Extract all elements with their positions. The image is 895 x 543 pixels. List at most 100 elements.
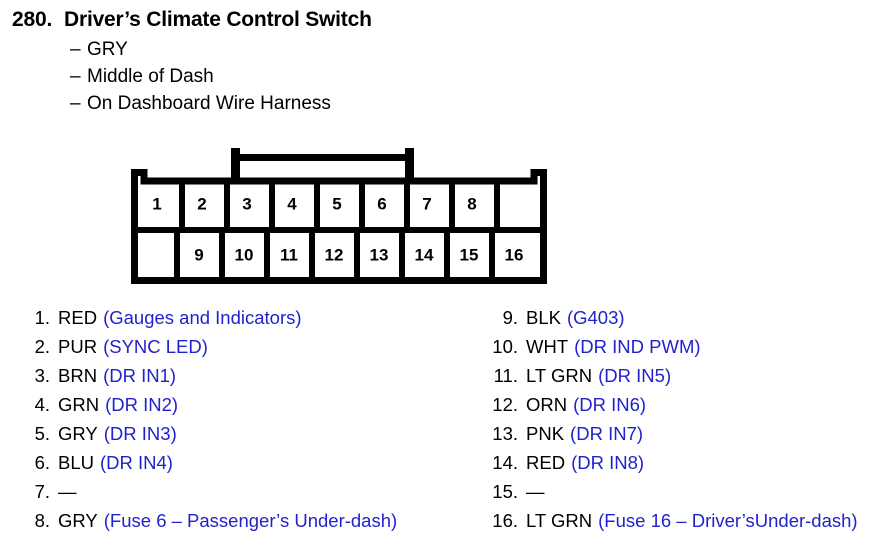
pin-index: 13. [492, 423, 518, 444]
pin-list-right-column: 9. BLK (G403) 10. WHT (DR IND PWM) 11. L… [484, 303, 895, 535]
pin-list-item: 14. RED (DR IN8) [484, 448, 895, 477]
pin-list-item: 9. BLK (G403) [484, 303, 895, 332]
connector-pin-11: 11 [280, 245, 298, 264]
pin-wire-color: GRY [58, 423, 98, 444]
pin-index: 2. [34, 336, 50, 357]
pin-wire-color: GRY [58, 510, 98, 531]
connector-pin-4: 4 [287, 194, 297, 213]
pin-wire-color: LT GRN [526, 365, 593, 386]
dash-bullet-icon: – [70, 39, 81, 60]
pin-index: 9. [502, 307, 518, 328]
connector-pin-13: 13 [370, 245, 389, 264]
pin-wire-color: BRN [58, 365, 98, 386]
attribute-item: – Middle of Dash [70, 63, 872, 90]
connector-pin-3: 3 [242, 194, 251, 213]
connector-pin-9: 9 [194, 245, 203, 264]
pin-list-item: 6. BLU (DR IN4) [16, 448, 476, 477]
pin-list-item: 12. ORN (DR IN6) [484, 390, 895, 419]
pin-index: 6. [34, 452, 50, 473]
attribute-item: – GRY [70, 36, 872, 63]
connector-pin-12: 12 [325, 245, 344, 264]
pin-description: (DR IN3) [103, 423, 177, 444]
entry-header: 280. Driver’s Climate Control Switch – G… [12, 8, 872, 117]
attribute-list: – GRY – Middle of Dash – On Dashboard Wi… [12, 36, 872, 117]
attribute-item: – On Dashboard Wire Harness [70, 90, 872, 117]
pin-wire-color: RED [526, 452, 566, 473]
connector-pin-15: 15 [460, 245, 479, 264]
pin-list-item: 3. BRN (DR IN1) [16, 361, 476, 390]
pin-list-item: 11. LT GRN (DR IN5) [484, 361, 895, 390]
pin-list-item: 5. GRY (DR IN3) [16, 419, 476, 448]
top-row-separators [179, 178, 500, 230]
entry-title-text: Driver’s Climate Control Switch [64, 8, 372, 31]
connector-pin-2: 2 [197, 194, 206, 213]
pin-index: 16. [492, 510, 518, 531]
pin-description: (DR IN6) [573, 394, 647, 415]
connector-pin-1: 1 [152, 194, 161, 213]
pin-list-item: 13. PNK (DR IN7) [484, 419, 895, 448]
pin-wire-color: — [526, 481, 545, 502]
pin-list-item: 4. GRN (DR IN2) [16, 390, 476, 419]
pin-wire-color: RED [58, 307, 98, 328]
pin-index: 15. [492, 481, 518, 502]
attribute-label: Middle of Dash [87, 66, 214, 87]
page-title: 280. Driver’s Climate Control Switch [12, 8, 872, 32]
pin-list-item: 1. RED (Gauges and Indicators) [16, 303, 476, 332]
pin-list-item: 10. WHT (DR IND PWM) [484, 332, 895, 361]
connector-pin-7: 7 [422, 194, 431, 213]
attribute-label: On Dashboard Wire Harness [87, 93, 331, 114]
pin-wire-color: GRN [58, 394, 100, 415]
pin-index: 3. [34, 365, 50, 386]
pin-index: 1. [34, 307, 50, 328]
pin-list-item: 15. — [484, 477, 895, 506]
latch-bracket-icon [231, 148, 414, 181]
pin-list-item: 7. — [16, 477, 476, 506]
pin-index: 5. [34, 423, 50, 444]
connector-pin-16: 16 [505, 245, 524, 264]
entry-number: 280. [12, 8, 53, 31]
pin-wire-color: LT GRN [526, 510, 593, 531]
pin-wire-color: BLU [58, 452, 94, 473]
pin-list-left-column: 1. RED (Gauges and Indicators) 2. PUR (S… [0, 303, 476, 535]
pin-index: 4. [34, 394, 50, 415]
pin-index: 10. [492, 336, 518, 357]
pin-wire-color: ORN [526, 394, 568, 415]
pin-index: 8. [34, 510, 50, 531]
pin-index: 14. [492, 452, 518, 473]
pin-description: (SYNC LED) [103, 336, 208, 357]
dash-bullet-icon: – [70, 93, 81, 114]
pin-wire-color: WHT [526, 336, 569, 357]
connector-pin-10: 10 [235, 245, 254, 264]
pin-index: 7. [34, 481, 50, 502]
pin-description: (DR IN7) [570, 423, 644, 444]
pin-wire-color: PUR [58, 336, 98, 357]
attribute-label: GRY [87, 39, 128, 60]
pin-description: (Fuse 6 – Passenger’s Under-dash) [103, 510, 398, 531]
pin-description: (DR IN8) [571, 452, 645, 473]
pin-description: (DR IN2) [105, 394, 179, 415]
pin-description: (Fuse 16 – Driver’sUnder-dash) [598, 510, 858, 531]
pin-list-item: 2. PUR (SYNC LED) [16, 332, 476, 361]
pin-index: 12. [492, 394, 518, 415]
pin-wire-color: BLK [526, 307, 561, 328]
connector-pin-14: 14 [415, 245, 434, 264]
pin-assignment-list: 1. RED (Gauges and Indicators) 2. PUR (S… [0, 303, 895, 535]
pin-list-item: 8. GRY (Fuse 6 – Passenger’s Under-dash) [16, 506, 476, 535]
connector-pin-8: 8 [467, 194, 476, 213]
pin-wire-color: — [58, 481, 77, 502]
pin-wire-color: PNK [526, 423, 565, 444]
pin-description: (DR IND PWM) [574, 336, 701, 357]
connector-diagram: 1 2 3 4 5 6 7 8 9 10 11 12 13 14 15 16 [131, 145, 547, 284]
pin-description: (G403) [566, 307, 625, 328]
connector-pin-5: 5 [332, 194, 341, 213]
pin-index: 11. [493, 365, 518, 386]
connector-body-outline [131, 169, 547, 284]
pin-description: (Gauges and Indicators) [103, 307, 302, 328]
pin-list-item: 16. LT GRN (Fuse 16 – Driver’sUnder-dash… [484, 506, 895, 535]
pin-description: (DR IN4) [100, 452, 173, 473]
dash-bullet-icon: – [70, 66, 81, 87]
connector-svg: 1 2 3 4 5 6 7 8 9 10 11 12 13 14 15 16 [131, 148, 547, 284]
bottom-row-separators [174, 230, 495, 281]
pin-description: (DR IN1) [103, 365, 177, 386]
row-divider [134, 227, 544, 233]
